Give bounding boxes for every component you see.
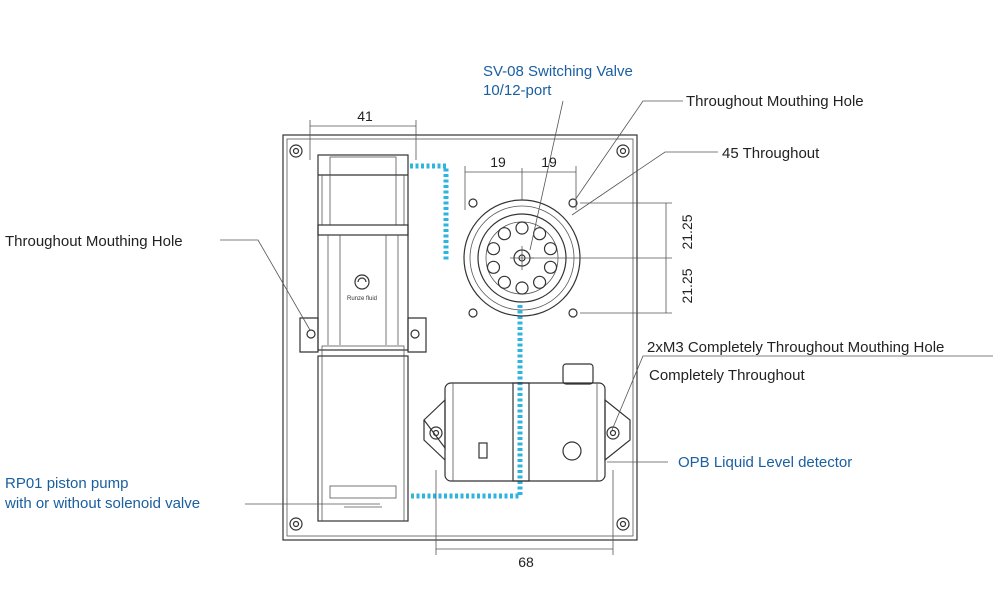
corner-holes — [289, 144, 630, 531]
dimension-lines — [309, 120, 672, 555]
label-m3-hole: 2xM3 Completely Throughout Mouthing Hole — [647, 339, 944, 356]
fluid-tubing — [410, 163, 523, 499]
label-45-throughout: 45 Throughout — [722, 145, 820, 162]
dim-valve-h1: 19 — [490, 154, 506, 170]
corner-hole — [616, 517, 630, 531]
corner-hole — [616, 144, 630, 158]
label-pump-line2: with or without solenoid valve — [4, 495, 200, 512]
valve-title-line1: SV-08 Switching Valve — [483, 63, 633, 80]
label-opb-detector: OPB Liquid Level detector — [678, 454, 852, 471]
brand-text: Runze fluid — [347, 296, 377, 302]
dim-valve-v1: 21.25 — [679, 214, 695, 249]
label-throughout-mouthing-hole-left: Throughout Mouthing Hole — [5, 233, 183, 250]
piston-pump: Runze fluid — [299, 154, 427, 522]
dim-pump-width: 41 — [357, 108, 373, 124]
dim-bottom-width: 68 — [518, 554, 534, 570]
label-throughout-mouthing-hole-right: Throughout Mouthing Hole — [686, 93, 864, 110]
label-pump-line1: RP01 piston pump — [5, 475, 128, 492]
leader-lines — [220, 100, 993, 505]
valve-title-line2: 10/12-port — [483, 82, 552, 99]
brand-logo: Runze fluid — [347, 274, 377, 302]
base-plate — [282, 134, 638, 541]
corner-hole — [289, 517, 303, 531]
label-completely-throughout: Completely Throughout — [649, 367, 805, 384]
dim-valve-v2: 21.25 — [679, 268, 695, 303]
dim-valve-h2: 19 — [541, 154, 557, 170]
corner-hole — [289, 144, 303, 158]
liquid-level-detector — [423, 363, 631, 482]
